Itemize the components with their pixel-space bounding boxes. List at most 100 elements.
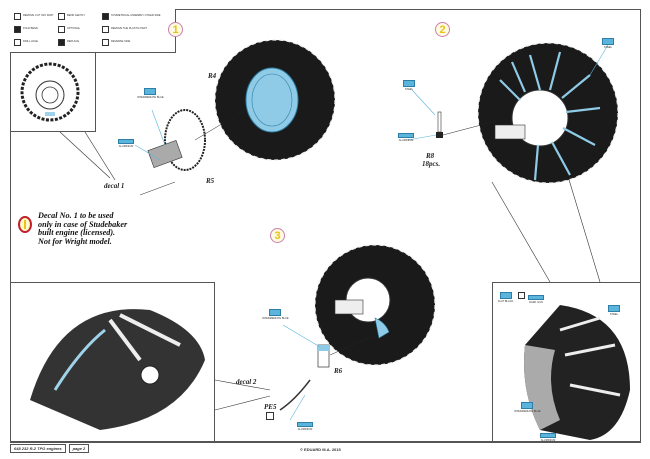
step-2-badge: 2 (435, 22, 450, 37)
legend-label: SYMMETRICAL ASSEMBLY OTHER SIDE (111, 14, 161, 18)
page-frame (10, 9, 641, 442)
paint-name: STEEL (603, 46, 613, 49)
callout-line (214, 395, 271, 411)
legend-label: FOLD BEND (23, 27, 38, 31)
paint-callout: STEEL (403, 80, 415, 91)
paint-name: STEEL (404, 88, 414, 91)
engine-step1 (214, 39, 336, 161)
paint-callout: ALUMINIUM (540, 433, 556, 442)
legend-item: FOLD BEND (14, 26, 66, 33)
legend-label: REMOVE CUT OFF PART (23, 14, 54, 18)
paint-chip (608, 305, 620, 312)
paint-chip (118, 139, 134, 144)
part-label-r8: R8 (426, 152, 435, 160)
paint-callout: INTERMEDIATE BLUE (137, 88, 164, 99)
legend-label: BEND GENTLY (67, 14, 86, 18)
step-3-badge: 3 (270, 228, 285, 243)
paint-name: STEEL (609, 313, 619, 316)
bend-icon (266, 412, 274, 420)
legend-item: REPLACE (58, 39, 110, 46)
note-line: Decal No. 1 to be used (38, 211, 114, 220)
paint-callout: ALUMINIUM (118, 139, 134, 148)
note-line: built engine (licensed). (38, 228, 116, 238)
note-line: only in case of Studebaker (38, 219, 128, 229)
paint-name: INTERMEDIATE BLUE (137, 96, 164, 99)
engine-step2 (477, 42, 619, 184)
paint-name: INTERMEDIATE BLUE (514, 410, 541, 413)
engine-detail-left (30, 309, 205, 430)
step-number: 2 (439, 23, 446, 36)
paint-name: DARK GUN (529, 301, 543, 304)
legend-item: DRILL HOLE (14, 39, 66, 46)
remove-icon (14, 13, 21, 20)
paint-name: INTERMEDIATE BLUE (262, 317, 289, 320)
paint-chip (602, 38, 614, 45)
paint-callout: STEEL (602, 38, 614, 49)
symbol-legend: REMOVE CUT OFF PART BEND GENTLY SYMMETRI… (10, 9, 176, 53)
callout-line (59, 131, 111, 179)
symmetrical-assembly-icon (102, 13, 109, 20)
legend-label: OPTIONAL (67, 27, 81, 31)
optional-icon (518, 292, 525, 299)
paint-chip (398, 133, 414, 138)
product-title: 648 232 R-2 TPG engines (10, 443, 66, 453)
cut-plastic-icon (102, 26, 109, 33)
part-pe5-outline (279, 379, 311, 411)
legend-label: REPLACE (67, 40, 80, 44)
paint-callout: ALUMINIUM (297, 422, 313, 431)
page-number: page 2 (68, 443, 90, 453)
replace-icon (58, 39, 65, 46)
legend-label: DRILL HOLE (23, 40, 39, 44)
legend-item: REMOVE CUT OFF PART (14, 13, 66, 20)
part-label-r4: R4 (208, 72, 217, 80)
ring-detail (20, 62, 80, 122)
callout-line (84, 131, 116, 181)
paint-name: ALUMINIUM (118, 145, 134, 148)
engine-detail-right (524, 305, 630, 440)
page-footer: 648 232 R-2 TPG engines page 2 (10, 442, 641, 453)
paint-callout: STEEL (608, 305, 620, 316)
legend-label: REVERSE SIDE (111, 40, 131, 44)
part-label-r5: R5 (206, 177, 215, 185)
callout-line (214, 379, 271, 391)
step-number: 3 (274, 229, 281, 242)
step-number: 1 (172, 23, 179, 36)
paint-callout: INTERMEDIATE BLUE (514, 402, 541, 413)
paint-name: FLAT BLACK (498, 300, 514, 303)
decal-1-label: decal 1 (104, 182, 125, 190)
paint-name: ALUMINIUM (297, 428, 313, 431)
paint-callout: DARK GUN (528, 295, 544, 304)
fold-icon (14, 26, 21, 33)
part-label-r8-qty: 18pcs. (422, 160, 441, 168)
reverse-side-icon (102, 39, 109, 46)
part-r5-nose (147, 109, 206, 171)
decal-2-label: decal 2 (236, 378, 257, 386)
part-label-pe5: PE5 (264, 403, 277, 411)
optional-icon (58, 26, 65, 33)
legend-item: REMOVE THE PLASTIC PART (102, 26, 172, 33)
paint-chip (403, 80, 415, 87)
legend-item: SYMMETRICAL ASSEMBLY OTHER SIDE (102, 13, 172, 20)
paint-chip (297, 422, 313, 427)
paint-name: ALUMINIUM (398, 139, 414, 142)
paint-name: ALUMINIUM (540, 439, 556, 442)
legend-label: REMOVE THE PLASTIC PART (111, 27, 148, 31)
part-r8-pushrod (436, 111, 443, 138)
paint-chip (528, 295, 544, 300)
paint-callout: INTERMEDIATE BLUE (262, 309, 289, 320)
paint-chip (521, 402, 534, 409)
paint-chip (499, 292, 512, 299)
legend-item: BEND GENTLY (58, 13, 110, 20)
part-label-r6: R6 (334, 367, 343, 375)
copyright: © EDUARD M.A. 2015 (300, 447, 341, 452)
paint-callout: FLAT BLACK (498, 292, 513, 303)
paint-chip (540, 433, 556, 438)
warning-icon (18, 216, 32, 233)
legend-item: REVERSE SIDE (102, 39, 154, 46)
paint-callout: ALUMINIUM (398, 133, 414, 142)
callout-line (491, 181, 551, 283)
part-r6-bracket (317, 344, 330, 368)
legend-item: OPTIONAL (58, 26, 110, 33)
step-1-badge: 1 (168, 22, 183, 37)
